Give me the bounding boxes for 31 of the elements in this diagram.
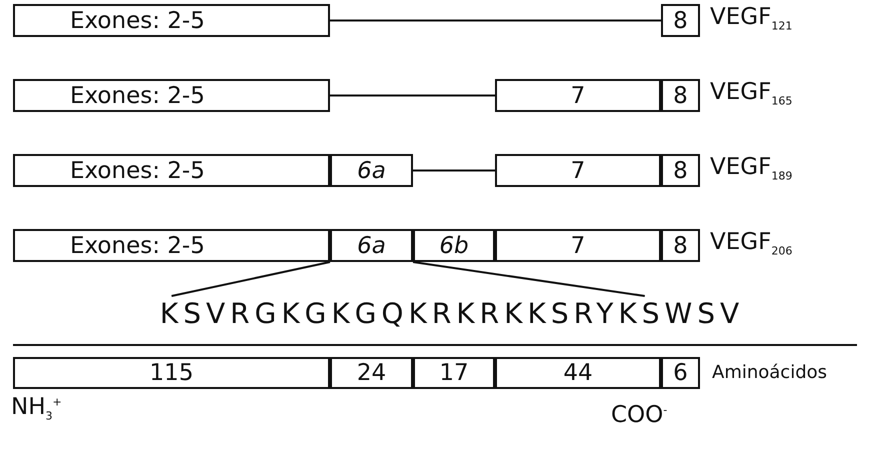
isoform-label: VEGF$_{189}$ xyxy=(710,154,792,183)
protein-segment-box: 24 xyxy=(330,357,413,389)
exon-box: 8 xyxy=(661,4,700,37)
isoform-label: VEGF$_{121}$ xyxy=(710,4,792,33)
exon-box: 8 xyxy=(661,79,700,112)
intron-line xyxy=(413,170,495,172)
exon-box: Exones: 2-5 xyxy=(13,154,330,187)
amino-acid-sequence: KSVRGKGKGQKRKRKKSRYKSWSV xyxy=(160,296,744,330)
exon-box: 8 xyxy=(661,154,700,187)
exon-box: 6b xyxy=(413,229,495,262)
protein-segment-box: 44 xyxy=(495,357,661,389)
exon-box: Exones: 2-5 xyxy=(13,229,330,262)
exon-box: 6a xyxy=(330,154,413,187)
exon-box: 7 xyxy=(495,79,661,112)
leader-line xyxy=(171,261,330,297)
leader-line xyxy=(412,261,645,297)
protein-segment-box: 6 xyxy=(661,357,700,389)
exon-box: 7 xyxy=(495,229,661,262)
exon-box: Exones: 2-5 xyxy=(13,4,330,37)
isoform-label: VEGF$_{165}$ xyxy=(710,79,792,108)
intron-line xyxy=(330,20,661,22)
terminus-label: COO$^{-}$ xyxy=(611,402,668,428)
protein-segment-box: 17 xyxy=(413,357,495,389)
unit-label: Aminoácidos xyxy=(712,362,828,383)
protein-segment-box: 115 xyxy=(13,357,330,389)
exon-box: 7 xyxy=(495,154,661,187)
exon-box: 6a xyxy=(330,229,413,262)
exon-box: 8 xyxy=(661,229,700,262)
intron-line xyxy=(330,94,495,96)
exon-box: Exones: 2-5 xyxy=(13,79,330,112)
isoform-label: VEGF$_{206}$ xyxy=(710,229,792,258)
